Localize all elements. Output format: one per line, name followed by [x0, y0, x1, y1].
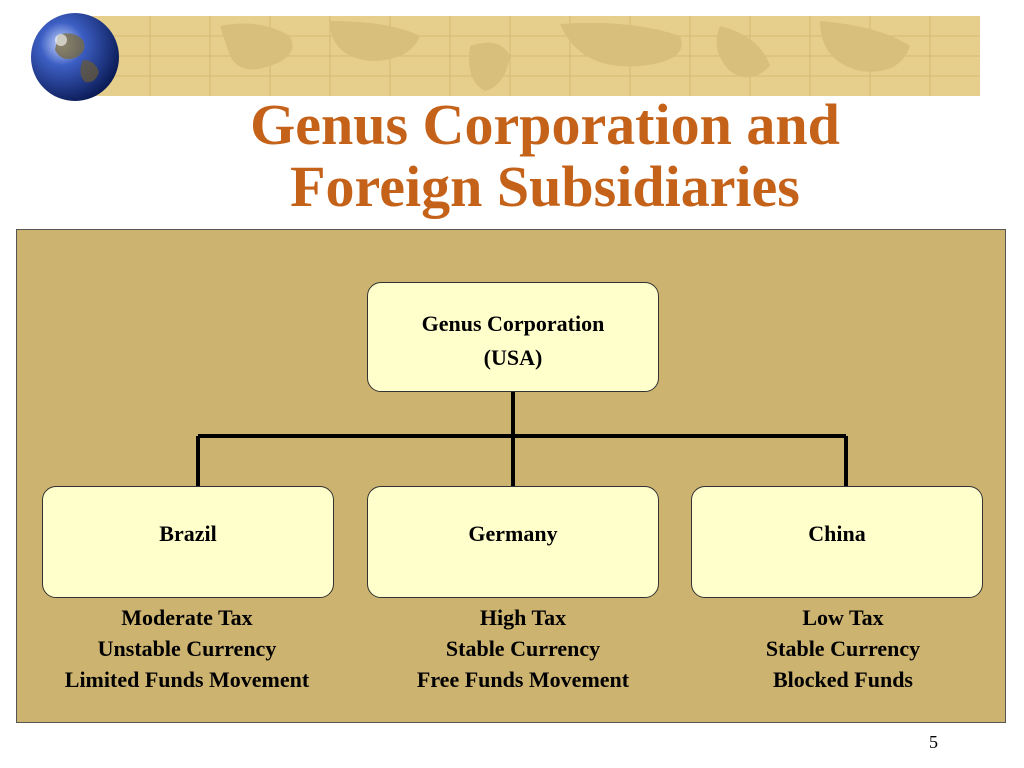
globe-icon: [28, 10, 122, 104]
attribute-funds: Blocked Funds: [773, 667, 913, 692]
attribute-tax: Moderate Tax: [121, 605, 253, 630]
subsidiary-name: Germany: [468, 521, 558, 546]
subsidiary-node-germany: Germany: [367, 486, 659, 598]
subsidiary-attributes-china: Low Tax Stable Currency Blocked Funds: [673, 602, 1013, 695]
attribute-funds: Limited Funds Movement: [64, 667, 310, 692]
attribute-currency: Stable Currency: [765, 636, 921, 661]
title-line-2: Foreign Subsidiaries: [290, 154, 800, 219]
org-chart-connectors: [196, 392, 848, 486]
attribute-tax: High Tax: [479, 605, 567, 630]
root-node-country: (USA): [483, 345, 543, 370]
title-line-1: Genus Corporation and: [250, 92, 840, 157]
subsidiary-name: China: [808, 521, 866, 546]
subsidiary-name: Brazil: [159, 521, 217, 546]
attribute-tax: Low Tax: [802, 605, 884, 630]
slide-title: Genus Corporation and Foreign Subsidiari…: [130, 94, 960, 218]
root-node-genus-corporation: Genus Corporation (USA): [367, 282, 659, 392]
subsidiary-node-china: China: [691, 486, 983, 598]
subsidiary-node-brazil: Brazil: [42, 486, 334, 598]
page-number: 5: [929, 732, 938, 752]
attribute-funds: Free Funds Movement: [416, 667, 630, 692]
root-node-name: Genus Corporation: [421, 311, 605, 336]
world-map-banner: [0, 16, 980, 96]
attribute-currency: Stable Currency: [445, 636, 601, 661]
attribute-currency: Unstable Currency: [97, 636, 277, 661]
subsidiary-attributes-germany: High Tax Stable Currency Free Funds Move…: [353, 602, 693, 695]
subsidiary-attributes-brazil: Moderate Tax Unstable Currency Limited F…: [17, 602, 357, 695]
org-chart-panel: Genus Corporation (USA) Brazil Germany C…: [16, 229, 1006, 723]
